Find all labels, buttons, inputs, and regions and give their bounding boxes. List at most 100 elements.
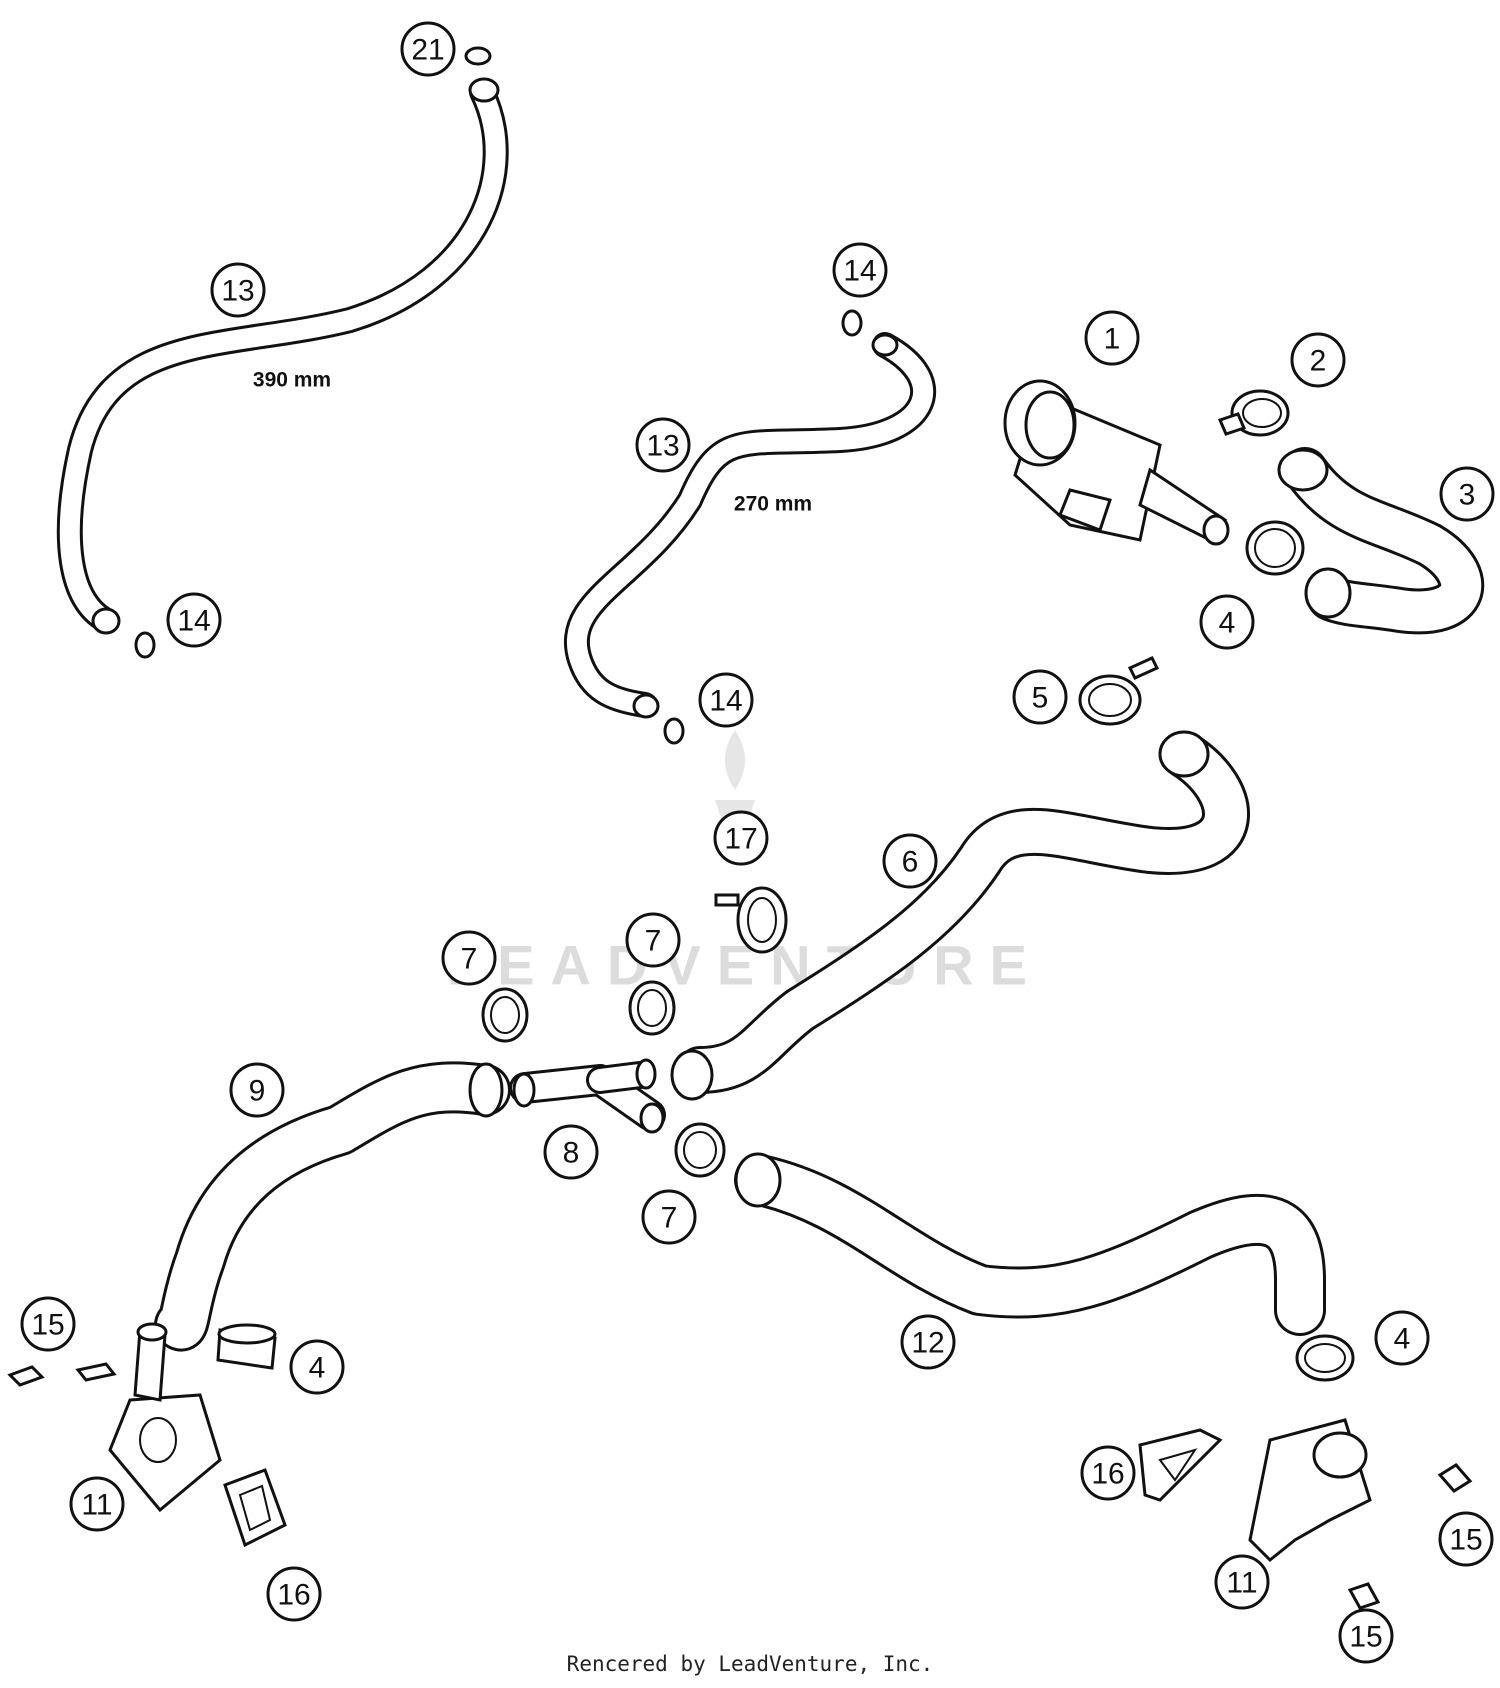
callout-5: 5 <box>1012 669 1068 725</box>
callout-label: 14 <box>843 255 876 288</box>
callout-circle <box>266 1566 322 1622</box>
callout-label: 8 <box>563 1137 580 1170</box>
callout-circle <box>1374 1310 1430 1366</box>
callout-label: 16 <box>277 1579 310 1612</box>
callout-4: 4 <box>1199 594 1255 650</box>
callout-circle <box>543 1124 599 1180</box>
callout-circle <box>1084 310 1140 366</box>
callout-circle <box>1199 594 1255 650</box>
callout-label: 15 <box>1449 1524 1482 1557</box>
clamp-7-c <box>674 1122 726 1178</box>
hose-13-short <box>563 332 937 719</box>
callout-label: 11 <box>81 1489 112 1522</box>
callout-13: 13 <box>635 417 691 473</box>
connector-8 <box>509 1058 666 1134</box>
flange-11-left <box>108 1322 222 1513</box>
callout-14: 14 <box>698 672 754 728</box>
clamp-2 <box>1217 389 1290 437</box>
flange-11-right <box>1248 1418 1372 1563</box>
clamp-7-a <box>481 987 529 1043</box>
callout-circle <box>1438 1511 1494 1567</box>
callout-label: 4 <box>309 1352 326 1385</box>
clamp-14-a <box>134 631 156 659</box>
callout-circle <box>625 912 681 968</box>
callout-circle <box>713 810 769 866</box>
clamp-7-b <box>628 980 676 1036</box>
bolt-15-a <box>7 1362 117 1387</box>
callout-circle <box>20 1296 76 1352</box>
callout-circle <box>1214 1554 1270 1610</box>
callout-circle <box>882 833 938 889</box>
hose-13-long <box>56 77 509 635</box>
callout-1: 1 <box>1084 310 1140 366</box>
callout-17: 17 <box>713 810 769 866</box>
dimension-270mm: 270 mm <box>734 493 812 516</box>
callout-circle <box>1012 669 1068 725</box>
bolt-15-c <box>1347 1582 1381 1610</box>
callout-label: 17 <box>724 823 757 856</box>
callout-label: 4 <box>1394 1323 1411 1356</box>
callout-circle <box>900 1314 956 1370</box>
callout-layer: 2113141413141234561777789124415111616151… <box>20 21 1495 1664</box>
clamp-17 <box>714 886 788 954</box>
callout-9: 9 <box>229 1062 285 1118</box>
callout-label: 3 <box>1459 479 1476 512</box>
callout-15: 15 <box>1438 1511 1494 1567</box>
callout-circle <box>1338 1608 1394 1664</box>
clamp-5 <box>1078 656 1160 726</box>
callout-21: 21 <box>400 21 456 77</box>
callout-circle <box>635 417 691 473</box>
callout-circle <box>1439 466 1495 522</box>
callout-label: 14 <box>709 685 742 718</box>
callout-7: 7 <box>441 930 497 986</box>
callout-circle <box>832 242 888 298</box>
callout-label: 5 <box>1032 682 1049 715</box>
callout-circle <box>1290 332 1346 388</box>
footer-credit: Rencered by LeadVenture, Inc. <box>566 1652 934 1676</box>
callout-7: 7 <box>641 1189 697 1245</box>
hose-3 <box>1277 447 1485 635</box>
clamp-14-c <box>663 717 685 745</box>
callout-3: 3 <box>1439 466 1495 522</box>
callout-circle <box>400 21 456 77</box>
callout-label: 7 <box>645 925 662 958</box>
callout-4: 4 <box>289 1339 345 1395</box>
callout-label: 21 <box>411 34 444 67</box>
dimension-390mm: 390 mm <box>253 369 331 392</box>
callout-14: 14 <box>166 592 222 648</box>
hose-9 <box>154 1061 511 1352</box>
callout-2: 2 <box>1290 332 1346 388</box>
callout-circle <box>69 1476 125 1532</box>
clamp-14-b <box>841 309 863 337</box>
callout-circle <box>210 262 266 318</box>
hose-12 <box>734 1152 1326 1336</box>
callout-label: 6 <box>902 846 919 879</box>
gasket-16-left <box>223 1468 287 1548</box>
callout-label: 13 <box>646 430 679 463</box>
callout-label: 12 <box>911 1327 944 1360</box>
gasket-16-right <box>1138 1428 1223 1502</box>
callout-circle <box>229 1062 285 1118</box>
callout-label: 7 <box>661 1202 678 1235</box>
clamp-4-c <box>1295 1334 1355 1382</box>
callout-4: 4 <box>1374 1310 1430 1366</box>
callout-15: 15 <box>1338 1608 1394 1664</box>
callout-circle <box>641 1189 697 1245</box>
callout-label: 4 <box>1219 607 1236 640</box>
callout-label: 16 <box>1091 1458 1124 1491</box>
callout-11: 11 <box>1214 1554 1270 1610</box>
callout-label: 11 <box>1226 1567 1257 1600</box>
callout-15: 15 <box>20 1296 76 1352</box>
callout-label: 7 <box>461 943 478 976</box>
callout-8: 8 <box>543 1124 599 1180</box>
callout-label: 9 <box>249 1075 266 1108</box>
callout-circle <box>441 930 497 986</box>
clamp-4-a <box>1245 520 1305 576</box>
clamp-4-b <box>216 1323 277 1370</box>
callout-label: 15 <box>1349 1621 1382 1654</box>
callout-circle <box>698 672 754 728</box>
callout-label: 13 <box>221 275 254 308</box>
callout-11: 11 <box>69 1476 125 1532</box>
callout-7: 7 <box>625 912 681 968</box>
